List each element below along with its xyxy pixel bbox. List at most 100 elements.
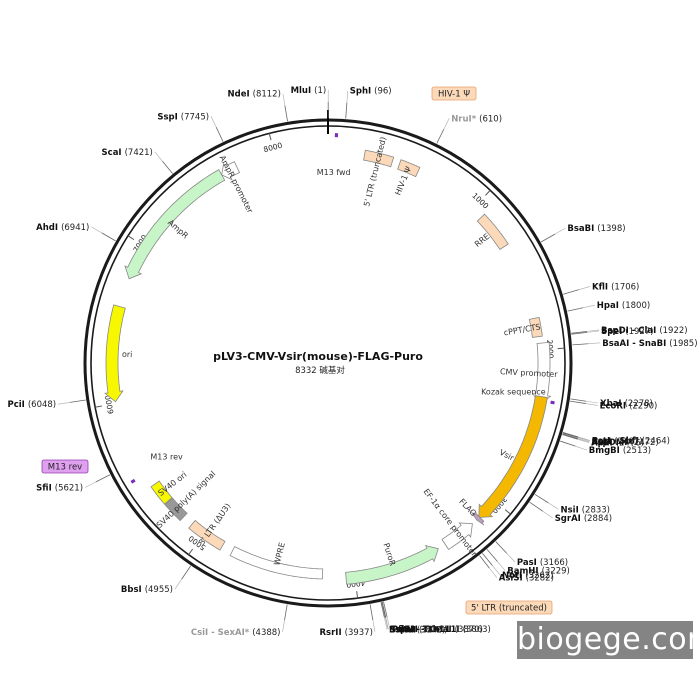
site-leader-bsiwi	[380, 602, 385, 618]
site-connector-sgrai	[542, 510, 553, 519]
site-leader-sphi	[345, 102, 348, 119]
site-position: (1800)	[622, 301, 650, 311]
feature-puror	[345, 544, 439, 585]
feature-label-ampr-promoter: AmpR promoter	[218, 154, 255, 215]
site-leader-pspomi	[562, 433, 578, 439]
site-connector-psti-sbfi	[578, 436, 590, 441]
feature-5-ltr-truncated	[363, 149, 395, 168]
site-leader-csii-sexai	[284, 604, 288, 621]
site-connector-scai	[154, 151, 163, 162]
primer-label-kozak-sequence: Kozak sequence	[481, 387, 546, 396]
site-leader-xbai	[570, 398, 587, 402]
site-name: SphI	[350, 87, 371, 97]
site-leader-bsaai-snabi	[572, 343, 589, 346]
feature-label-5-ltr-truncated: 5' LTR (truncated)	[362, 136, 388, 208]
site-position: (2513)	[623, 446, 651, 456]
site-bsiwi: BsiWI(3877)	[389, 626, 447, 636]
site-name: PflFI - Tth111I	[392, 625, 460, 635]
feature-label-puror: PuroR	[381, 542, 397, 567]
site-pflfi-tth111i: PflFI - Tth111I(3863)	[392, 625, 491, 635]
site-connector-spei	[587, 330, 600, 333]
feature-sv40-poly-a-signal	[164, 497, 188, 522]
site-position: (3863)	[463, 625, 491, 635]
tick-7000	[127, 235, 135, 241]
site-pasi: PasI(3166)	[517, 558, 568, 568]
site-position: (1922)	[659, 326, 687, 336]
site-connector-asisi	[489, 567, 498, 578]
site-nsii: NsiI(2833)	[560, 505, 610, 515]
site-connector-sfii	[84, 481, 96, 488]
site-position: (7745)	[181, 112, 209, 122]
tick-8000	[268, 133, 272, 141]
site-leader-noti	[482, 552, 493, 566]
site-connector-bsaai-snabi	[588, 342, 601, 345]
site-position: (3282)	[526, 574, 554, 584]
site-nrui: NruI*(610)	[451, 114, 502, 124]
site-ahdi: AhdI(6941)	[36, 223, 89, 233]
feature-hiv-1	[397, 159, 421, 178]
site-name: BmgBI	[589, 446, 620, 456]
site-connector-pasi	[506, 553, 516, 563]
site-name: AsiSI	[499, 574, 523, 584]
watermark: biogege.com	[517, 621, 700, 659]
site-name: BsaBI	[567, 224, 594, 234]
site-connector-xbai	[586, 400, 599, 404]
site-sgrai: SgrAI(2884)	[555, 514, 612, 524]
site-name: PasI	[517, 558, 537, 568]
site-position: (2467)	[614, 437, 642, 447]
site-ecori: EcoRI(2290)	[600, 401, 658, 411]
site-bmgbi: BmgBI(2513)	[589, 446, 651, 456]
site-position: (3229)	[542, 567, 570, 577]
site-bsabi: BsaBI(1398)	[567, 224, 625, 234]
site-pspomi: PspOMI(2472)	[591, 438, 658, 448]
site-name: SfiI	[36, 484, 52, 494]
site-ndei: NdeI(8112)	[228, 90, 281, 100]
site-name: XbaI	[600, 399, 622, 409]
callout-hiv-1-box	[431, 86, 477, 101]
site-leader-nsii	[534, 493, 549, 504]
site-position: (96)	[374, 87, 391, 97]
site-connector-rsrii	[372, 620, 376, 632]
site-connector-hpai	[583, 304, 595, 309]
site-noti: NotI(3262)	[502, 571, 553, 581]
site-scai: ScaI(7421)	[102, 148, 153, 158]
site-name: TspMI - XmaI	[390, 625, 451, 635]
site-position: (3262)	[525, 571, 553, 581]
site-bbsi: BbsI(4955)	[121, 585, 173, 595]
site-connector-ndei	[282, 93, 286, 106]
site-leader-asisi	[479, 555, 490, 569]
feature-ef-1-core-promoter	[441, 522, 473, 550]
site-connector-bsabi	[554, 227, 566, 235]
site-asisi: AsiSI(3282)	[499, 574, 554, 584]
site-position: (1985)	[669, 339, 697, 349]
site-leader-sgrai	[529, 501, 544, 512]
site-leader-psti-sbfi	[562, 432, 579, 438]
feature-label-ampr: AmpR	[166, 218, 190, 241]
site-leader-pasi	[495, 541, 507, 554]
site-name: BspDI - ClaI	[601, 326, 656, 336]
site-position: (2278)	[625, 399, 653, 409]
site-connector-aari	[578, 437, 590, 442]
site-csii-sexai: CsiI - SexAI*(4388)	[191, 628, 281, 638]
site-name: NruI*	[451, 114, 477, 124]
site-connector-bmgbi	[575, 445, 587, 451]
feature-vsir	[478, 395, 548, 518]
site-leader-bspdi-clai	[571, 330, 588, 334]
feature-ori	[104, 304, 126, 403]
feature-label-cmv-promoter: CMV promoter	[500, 367, 559, 379]
site-connector-pflfi-tth111i	[386, 617, 391, 629]
site-name: NdeI	[228, 90, 250, 100]
site-position: (2884)	[584, 514, 612, 524]
site-leader-aari	[562, 432, 579, 438]
site-aari: AarI(2467)	[592, 437, 643, 447]
feature-label-ori: ori	[122, 350, 133, 359]
site-sphi: SphI(96)	[350, 87, 392, 97]
site-name: PciI	[8, 400, 25, 410]
site-name: BsiWI	[389, 626, 416, 636]
site-name: ScaI	[102, 148, 122, 158]
site-hpai: HpaI(1800)	[597, 301, 650, 311]
site-position: (1706)	[611, 282, 639, 292]
site-position: (2472)	[630, 438, 658, 448]
site-position: (8112)	[253, 90, 281, 100]
site-position: (4388)	[252, 628, 280, 638]
